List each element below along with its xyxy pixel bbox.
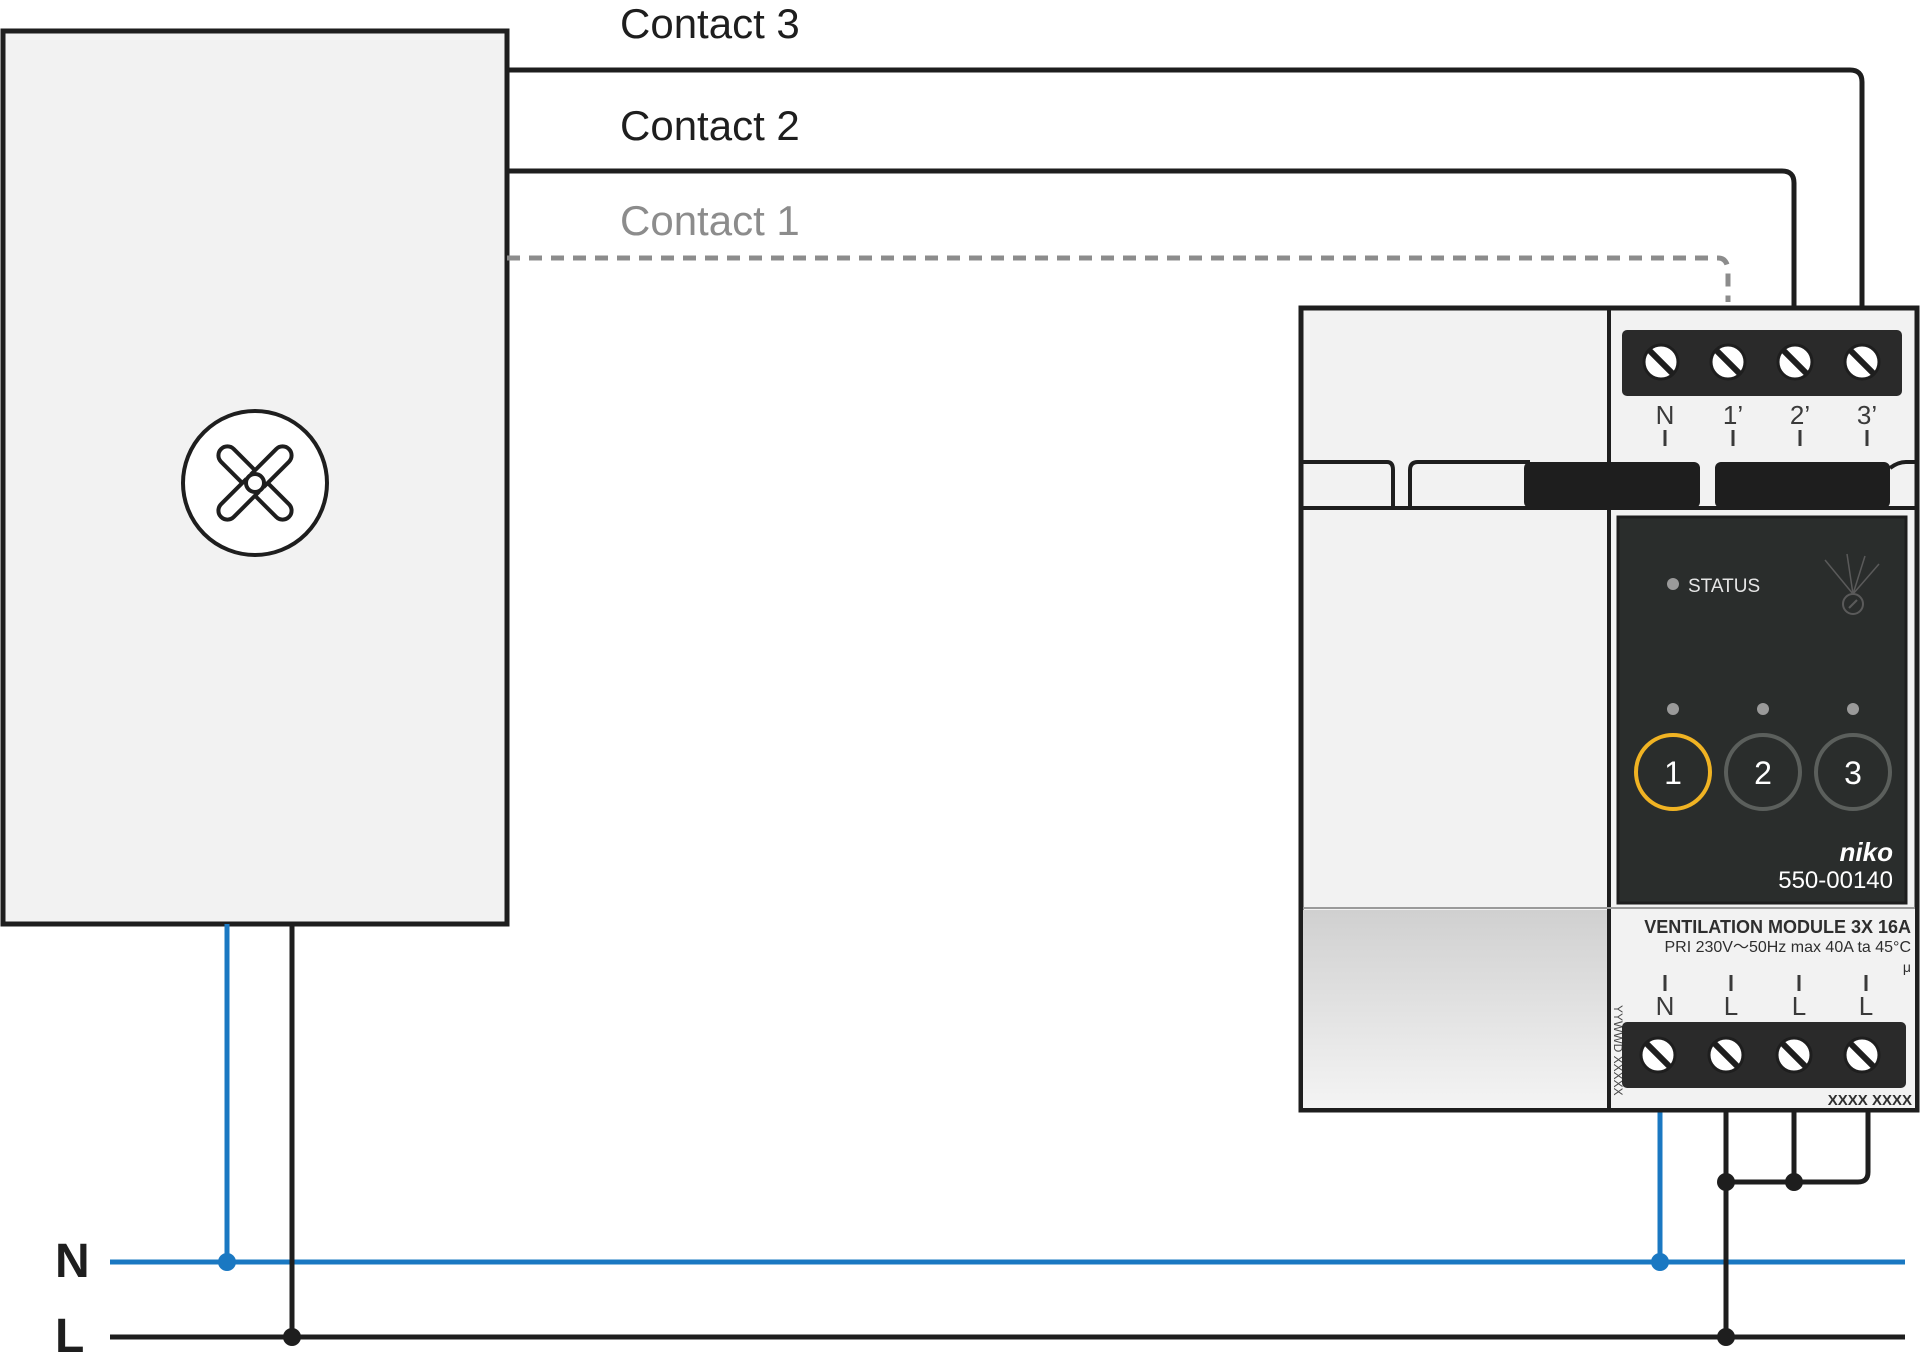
- neutral-line-label: N: [55, 1235, 90, 1288]
- fan-live-junction: [283, 1328, 301, 1346]
- status-label: STATUS: [1688, 576, 1760, 597]
- module-serial: XXXX XXXX: [1828, 1092, 1912, 1109]
- screw-terminal-icon[interactable]: [1843, 1036, 1881, 1074]
- top-terminal-label-3: 3’: [1857, 400, 1877, 430]
- screw-terminal-icon[interactable]: [1709, 343, 1747, 381]
- speed-button-3-label: 3: [1844, 755, 1862, 791]
- contact3-wire: [507, 67, 1865, 307]
- contact2-wire: [507, 168, 1797, 307]
- top-terminal-label-2: 2’: [1790, 400, 1810, 430]
- speed-button-1-label: 1: [1664, 755, 1682, 791]
- module-date-code: YYWWD XXXXX: [1611, 1005, 1625, 1096]
- screw-terminal-icon[interactable]: [1776, 343, 1814, 381]
- screw-terminal-icon[interactable]: [1775, 1036, 1813, 1074]
- contact2-label: Contact 2: [620, 102, 800, 149]
- speed-button-2[interactable]: 2: [1724, 733, 1802, 811]
- front-panel: STATUS 1 2: [1616, 515, 1908, 905]
- screw-terminal-icon[interactable]: [1843, 343, 1881, 381]
- module-live-bridge-3: [1726, 1110, 1871, 1185]
- screw-terminal-icon[interactable]: [1642, 343, 1680, 381]
- module-power-wires: [1651, 1110, 1871, 1346]
- fan-icon: [181, 409, 329, 557]
- module-bridge-junction-2: [1785, 1173, 1803, 1191]
- fan-unit: [0, 28, 510, 927]
- button-3-led: [1847, 703, 1859, 715]
- module-live-junction: [1717, 1328, 1735, 1346]
- model-number: 550-00140: [1778, 867, 1893, 894]
- top-terminal-block: N 1’ 2’ 3’: [1622, 330, 1902, 446]
- live-line-label: L: [55, 1310, 84, 1361]
- supply-lines: N L: [55, 1235, 1905, 1361]
- ventilation-module: N 1’ 2’ 3’ STATUS: [1298, 305, 1920, 1113]
- bottom-terminal-block: N L L L XXXX XXXX: [1622, 975, 1912, 1109]
- bottom-terminal-label-l2: L: [1792, 991, 1806, 1021]
- module-bottom-shade: [1303, 910, 1609, 1108]
- contact-wires: Contact 3 Contact 2 Contact 1: [507, 0, 1865, 307]
- bottom-terminal-label-l3: L: [1859, 991, 1873, 1021]
- fan-power-wires: [218, 924, 301, 1346]
- rotary-knob-icon[interactable]: [1824, 553, 1880, 615]
- speed-button-1[interactable]: 1: [1634, 733, 1712, 811]
- speed-button-2-label: 2: [1754, 755, 1772, 791]
- module-spec-symbol: μ: [1903, 959, 1911, 975]
- button-1-led: [1667, 703, 1679, 715]
- bottom-terminal-label-l1: L: [1724, 991, 1738, 1021]
- contact1-label: Contact 1: [620, 197, 800, 244]
- module-clip-rail: [1303, 460, 1915, 508]
- screw-terminal-icon[interactable]: [1639, 1036, 1677, 1074]
- contact3-label: Contact 3: [620, 0, 800, 47]
- module-title: VENTILATION MODULE 3X 16A: [1644, 917, 1911, 937]
- brand-logo: niko: [1840, 837, 1894, 867]
- module-spec: PRI 230V〜50Hz max 40A ta 45°C: [1664, 939, 1911, 956]
- contact1-wire: [507, 255, 1731, 302]
- module-neutral-junction: [1651, 1253, 1669, 1271]
- speed-button-3[interactable]: 3: [1814, 733, 1892, 811]
- button-2-led: [1757, 703, 1769, 715]
- bottom-terminal-label-n: N: [1656, 991, 1675, 1021]
- status-led: [1667, 578, 1679, 590]
- screw-terminal-icon[interactable]: [1707, 1036, 1745, 1074]
- module-bridge-junction-1: [1717, 1173, 1735, 1191]
- top-terminal-label-1: 1’: [1723, 400, 1743, 430]
- top-terminal-label-n: N: [1656, 400, 1675, 430]
- fan-neutral-junction: [218, 1253, 236, 1271]
